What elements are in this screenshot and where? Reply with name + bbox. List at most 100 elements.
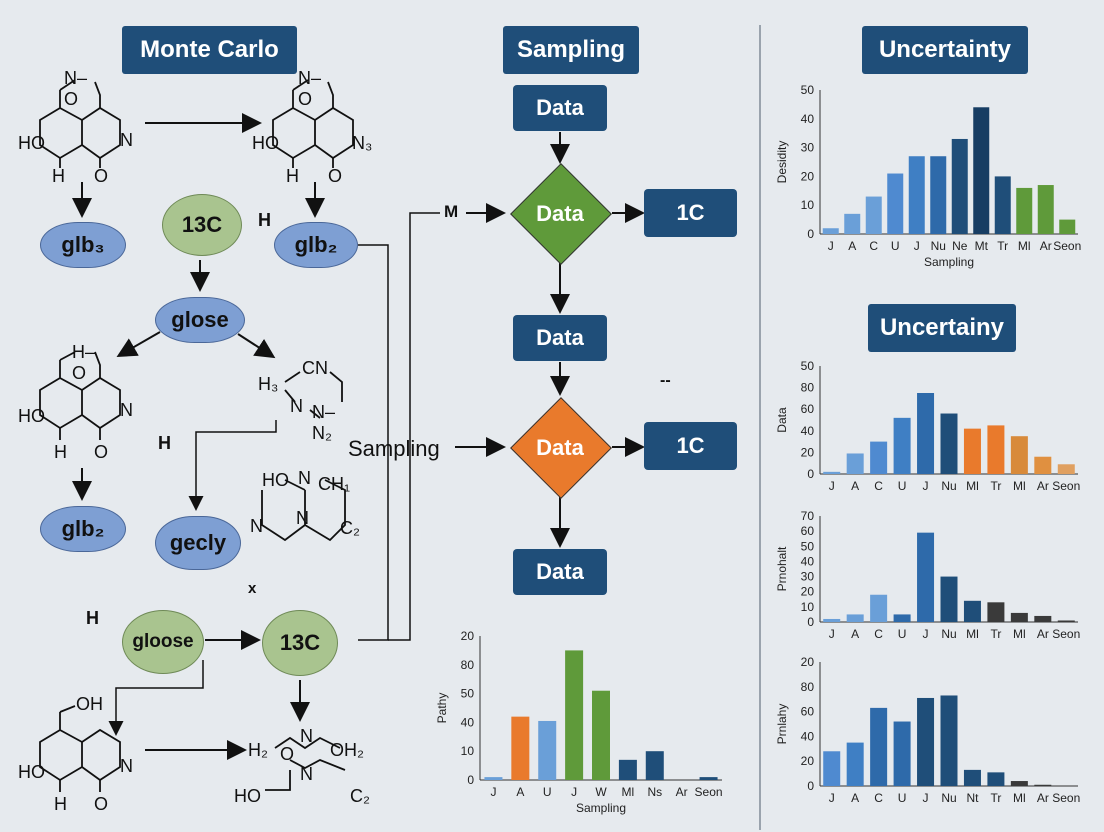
y-tick-label: 80 bbox=[461, 658, 475, 672]
x-tick-label: Ar bbox=[1037, 627, 1049, 641]
bar bbox=[940, 695, 958, 786]
bar bbox=[893, 721, 911, 786]
y-tick-label: 40 bbox=[801, 424, 815, 438]
decision-diamond-orange-label: Data bbox=[536, 435, 584, 460]
bar bbox=[823, 471, 841, 474]
x-tick-label: Ml bbox=[1013, 791, 1026, 805]
bar bbox=[987, 425, 1005, 474]
bar bbox=[823, 751, 841, 786]
x-tick-label: Ne bbox=[952, 239, 968, 253]
x-tick-label: C bbox=[874, 627, 883, 641]
x-tick-label: Ml bbox=[966, 479, 979, 493]
y-tick-label: 10 bbox=[801, 198, 815, 212]
y-tick-label: 40 bbox=[461, 715, 475, 729]
bar bbox=[484, 777, 503, 780]
node-glose: glose bbox=[155, 297, 245, 343]
bar bbox=[917, 393, 935, 474]
x-tick-label: Ml bbox=[622, 785, 635, 799]
y-tick-label: 0 bbox=[467, 773, 474, 787]
bar bbox=[1059, 219, 1076, 234]
y-tick-label: 0 bbox=[807, 615, 814, 629]
x-tick-label: J bbox=[828, 239, 834, 253]
bar bbox=[1016, 187, 1033, 234]
y-tick-label: 30 bbox=[801, 141, 815, 155]
flow-data-box-bottom: Data bbox=[513, 549, 607, 595]
x-tick-label: Nu bbox=[931, 239, 946, 253]
x-tick-label: Tr bbox=[990, 479, 1001, 493]
x-tick-label: Seon bbox=[1052, 791, 1080, 805]
bar bbox=[893, 614, 911, 622]
x-tick-label: Ar bbox=[1040, 239, 1052, 253]
x-tick-label: Ar bbox=[676, 785, 688, 799]
x-tick-label: Nu bbox=[941, 791, 956, 805]
x-tick-label: J bbox=[923, 627, 929, 641]
chem-line-art bbox=[39, 79, 354, 792]
bar bbox=[930, 156, 947, 234]
y-tick-label: 60 bbox=[801, 705, 815, 719]
y-tick-label: 20 bbox=[801, 585, 815, 599]
x-tick-label: W bbox=[595, 785, 607, 799]
y-tick-label: 20 bbox=[801, 655, 815, 669]
bar bbox=[1010, 436, 1028, 474]
title-monte-carlo: Monte Carlo bbox=[122, 26, 297, 74]
bar bbox=[940, 413, 958, 474]
x-tick-label: A bbox=[851, 479, 859, 493]
x-tick-label: A bbox=[516, 785, 524, 799]
connector-bracket bbox=[358, 244, 389, 641]
bar bbox=[987, 602, 1005, 622]
bar bbox=[1034, 456, 1052, 474]
dash-mark: -- bbox=[660, 372, 671, 389]
bar bbox=[917, 697, 935, 786]
x-tick-label: Seon bbox=[1052, 479, 1080, 493]
title-uncertainty: Uncertainty bbox=[862, 26, 1028, 74]
x-tick-label: U bbox=[898, 791, 907, 805]
y-tick-label: 10 bbox=[801, 600, 815, 614]
y-tick-label: 30 bbox=[801, 570, 815, 584]
x-tick-label: Ns bbox=[647, 785, 662, 799]
x-tick-label: C bbox=[869, 239, 878, 253]
x-tick-label: Ml bbox=[1013, 479, 1026, 493]
x-tick-label: Seon bbox=[695, 785, 723, 799]
x-tick-label: Ml bbox=[1018, 239, 1031, 253]
x-tick-label: J bbox=[923, 791, 929, 805]
output-1c-top: 1C bbox=[644, 189, 737, 237]
bar bbox=[699, 777, 718, 780]
y-tick-label: 20 bbox=[801, 445, 815, 459]
x-tick-label: Tr bbox=[990, 627, 1001, 641]
bar bbox=[973, 107, 990, 234]
x-tick-label: Ar bbox=[1037, 479, 1049, 493]
x-axis-label: Sampling bbox=[924, 255, 974, 269]
bar bbox=[963, 428, 981, 474]
y-axis-label: Prnlahy bbox=[775, 704, 789, 745]
y-tick-label: 0 bbox=[807, 779, 814, 793]
bar bbox=[1034, 615, 1052, 622]
y-tick-label: 50 bbox=[461, 687, 475, 701]
y-axis-label: Desidity bbox=[775, 141, 789, 184]
y-tick-label: 20 bbox=[801, 754, 815, 768]
node-13c-bottom: 13C bbox=[262, 610, 338, 676]
x-tick-label: J bbox=[923, 479, 929, 493]
y-tick-label: 50 bbox=[801, 359, 815, 373]
arrow-glose-m3 bbox=[116, 331, 161, 357]
bar bbox=[538, 720, 557, 780]
bar bbox=[870, 707, 888, 786]
bar bbox=[511, 716, 530, 780]
y-tick-label: 60 bbox=[801, 402, 815, 416]
x-tick-label: Ml bbox=[966, 627, 979, 641]
bar bbox=[846, 453, 864, 474]
h-label-1: H bbox=[258, 210, 271, 230]
y-axis-label: Data bbox=[775, 407, 789, 433]
node-gloose: gloose bbox=[122, 610, 204, 674]
bar bbox=[846, 614, 864, 622]
x-tick-label: J bbox=[829, 479, 835, 493]
title-uncertainy: Uncertainy bbox=[868, 304, 1016, 352]
y-tick-label: 50 bbox=[801, 539, 815, 553]
bar bbox=[618, 759, 637, 780]
x-tick-label: A bbox=[848, 239, 856, 253]
x-tick-label: U bbox=[543, 785, 552, 799]
